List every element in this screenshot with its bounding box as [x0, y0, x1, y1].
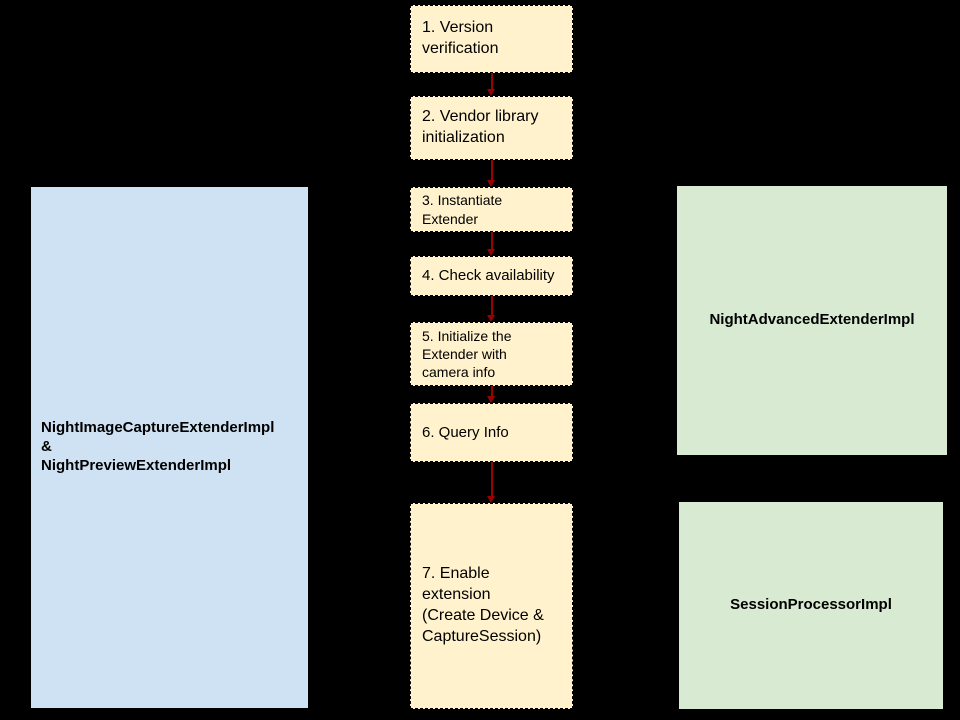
arrow-head-icon [487, 180, 495, 187]
arrow-head-icon [487, 315, 495, 322]
arrow-down-connector-4 [487, 296, 496, 322]
flow-step-3-instantiate-extender: 3. Instantiate Extender [410, 187, 573, 232]
flow-step-2-vendor-library-initialization: 2. Vendor library initialization [410, 96, 573, 160]
flow-step-6-query-info: 6. Query Info [410, 403, 573, 462]
flow-step-1-version-verification: 1. Version verification [410, 5, 573, 73]
arrow-head-icon [487, 496, 495, 503]
arrow-down-connector-6 [487, 462, 496, 503]
right-panel-session-processor: SessionProcessorImpl [679, 502, 943, 709]
arrow-head-icon [487, 249, 495, 256]
flow-step-4-check-availability: 4. Check availability [410, 256, 573, 296]
flow-step-5-initialize-extender: 5. Initialize the Extender with camera i… [410, 322, 573, 386]
arrow-down-connector-1 [487, 73, 496, 96]
arrow-head-icon [487, 89, 495, 96]
arrow-shaft [491, 386, 493, 398]
left-panel-night-image-capture-extender: NightImageCaptureExtenderImpl & NightPre… [31, 187, 308, 708]
arrow-shaft [491, 73, 493, 91]
arrow-shaft [491, 232, 493, 251]
right-panel-night-advanced-extender: NightAdvancedExtenderImpl [677, 186, 947, 455]
arrow-shaft [491, 160, 493, 182]
arrow-shaft [491, 462, 493, 498]
arrow-down-connector-5 [487, 386, 496, 403]
arrow-down-connector-3 [487, 232, 496, 256]
arrow-shaft [491, 296, 493, 317]
flow-step-7-enable-extension: 7. Enable extension (Create Device & Cap… [410, 503, 573, 709]
arrow-down-connector-2 [487, 160, 496, 187]
arrow-head-icon [487, 396, 495, 403]
